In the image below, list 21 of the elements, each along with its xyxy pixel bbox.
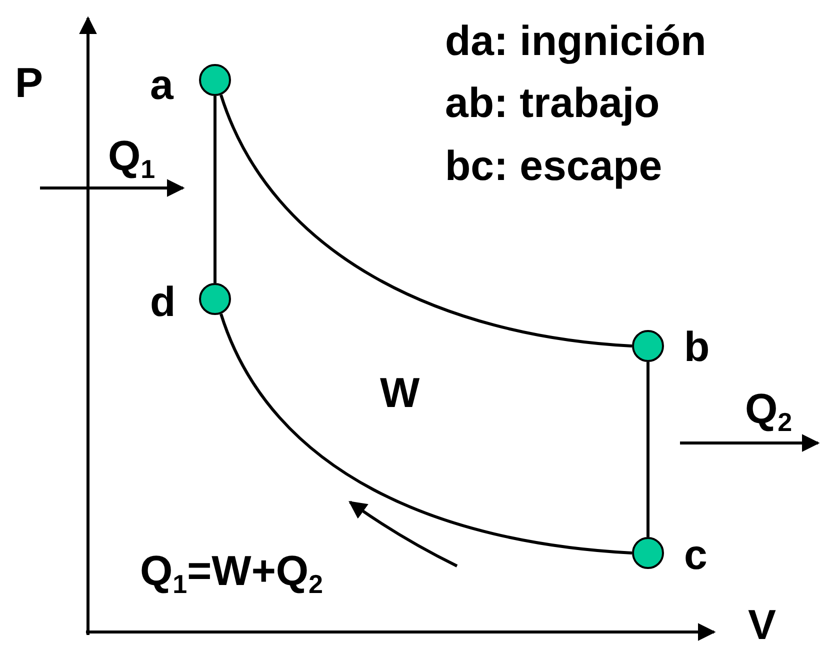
heat-label: Q$_{2}$ [745,388,792,435]
point-label: a [150,64,174,106]
process-curve [220,313,632,554]
point-label: c [684,534,708,576]
legend-text: ab: trabajo [445,82,660,124]
point-label: b [684,326,710,368]
process-curve [646,362,650,537]
axis-label: P [15,62,44,104]
process-curve [220,94,632,348]
heat-label: Q$_{1}$ [108,135,156,182]
axis-label: V [748,604,776,645]
work-label: W [380,372,420,414]
process-curve [214,96,216,283]
state-point [199,64,231,96]
state-point [632,330,664,362]
point-label: d [150,281,176,323]
state-point [632,537,664,569]
state-point [199,283,231,315]
equation: Q$_{1}$=W+Q$_{2}$ [140,550,324,597]
legend-text: bc: escape [445,145,662,187]
legend-text: da: ingnición [445,20,706,62]
